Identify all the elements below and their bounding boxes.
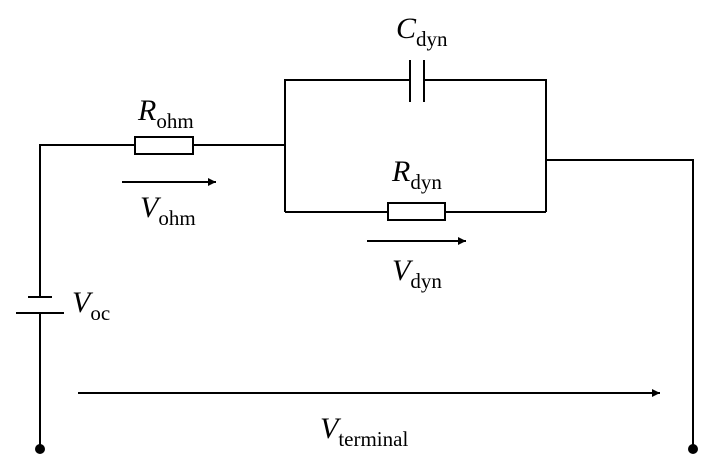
r-dyn-label: Rdyn	[392, 155, 442, 194]
rc-block-left-wire	[284, 79, 410, 212]
v-terminal-label: Vterminal	[320, 412, 409, 451]
r-ohm-resistor	[134, 136, 194, 155]
terminal-right	[688, 444, 698, 454]
left-wire-top	[39, 144, 135, 297]
v-ohm-label: Vohm	[140, 191, 196, 230]
right-wire	[546, 159, 694, 449]
rc-block-right-wire	[424, 79, 547, 212]
v-oc-label: Voc	[72, 286, 111, 325]
terminal-left	[35, 444, 45, 454]
r-dyn-resistor	[387, 202, 446, 221]
r-ohm-label: Rohm	[138, 94, 194, 133]
v-dyn-label: Vdyn	[392, 254, 442, 293]
c-dyn-label: Cdyn	[396, 12, 448, 51]
